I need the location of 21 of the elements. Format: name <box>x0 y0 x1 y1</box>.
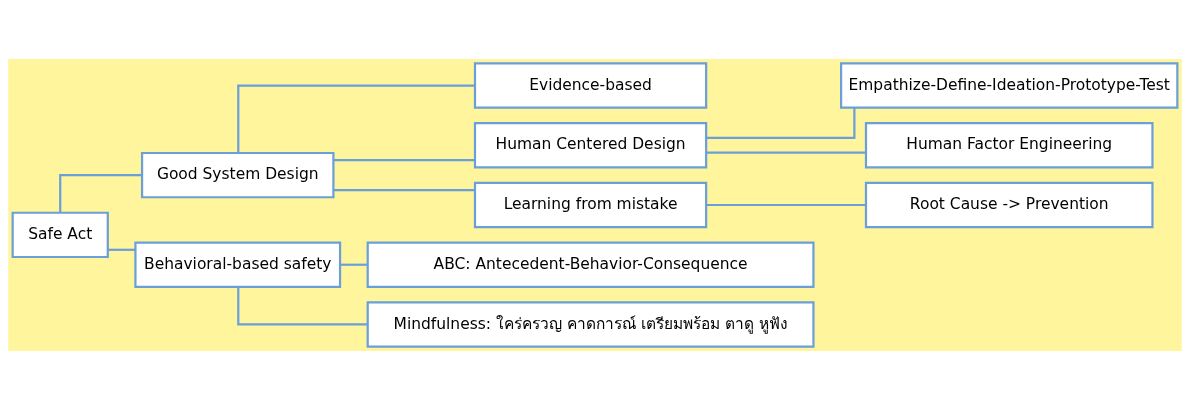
connector <box>706 107 856 139</box>
connector <box>706 151 866 154</box>
node-box: Safe Act <box>11 211 109 258</box>
node-box: Empathize-Define-Ideation-Prototype-Test <box>840 61 1179 109</box>
connector <box>706 203 866 206</box>
node-box: Mindfulness: ใคร่ครวญ คาดการณ์ เตรียมพร้อม ตาดู หูฟัง <box>366 300 815 348</box>
connector <box>340 263 368 266</box>
node-box: Human Factor Engineering <box>864 121 1154 168</box>
connector <box>333 188 475 191</box>
connector <box>59 173 142 213</box>
node-box: Evidence-based <box>473 61 708 109</box>
connector <box>237 286 368 326</box>
node-box: Learning from mistake <box>473 181 708 228</box>
node-box: Behavioral-based safety <box>134 241 342 288</box>
connector <box>333 158 475 161</box>
connector <box>237 83 475 153</box>
node-box: ABC: Antecedent-Behavior-Consequence <box>366 241 815 288</box>
node-box: Human Centered Design <box>473 121 708 168</box>
node-box: Root Cause -> Prevention <box>864 181 1154 228</box>
node-box: Good System Design <box>140 151 335 198</box>
connector <box>107 248 136 251</box>
